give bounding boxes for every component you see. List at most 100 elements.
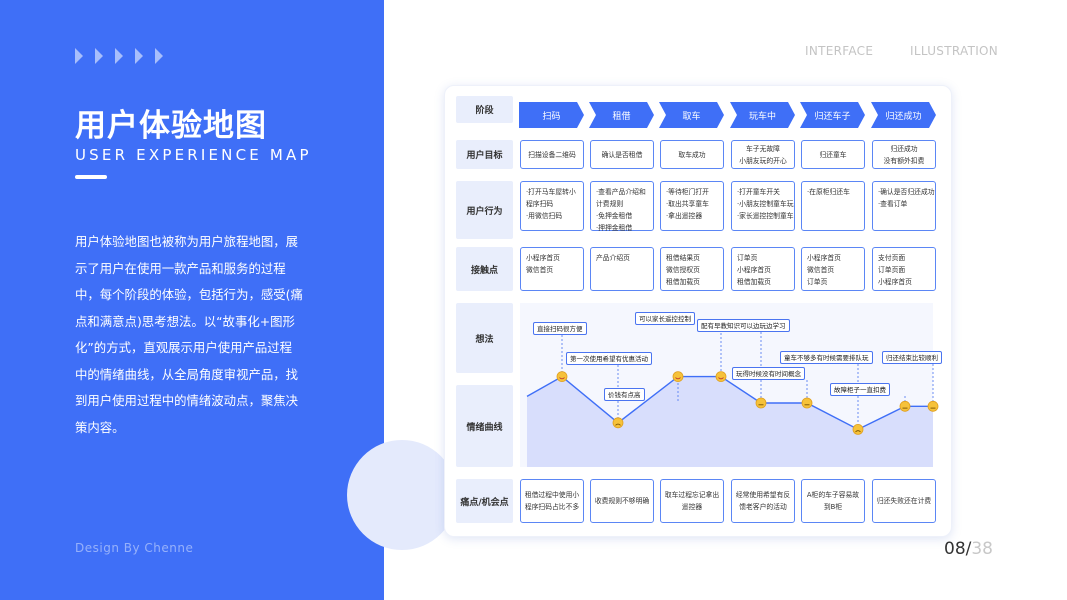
pain-point-text: 归还失败还在计费 — [877, 495, 931, 507]
behavior-cell: ·打开童车开关·小朋友控制童车玩·家长遥控控制童车 — [731, 181, 795, 231]
touchpoint-line: 订单页 — [807, 278, 828, 286]
happy-face-icon — [672, 371, 684, 383]
description: 用户体验地图也被称为用户旅程地图，展 示了用户在使用一款产品和服务的过程 中，每… — [75, 229, 320, 441]
pain-point-line: 到B柜 — [823, 503, 843, 511]
row-label-touchpoint: 接触点 — [456, 247, 513, 291]
behavior-line: ·查看订单 — [878, 200, 908, 208]
pain-point-line: 遥控器 — [681, 503, 703, 511]
behavior-line: ·家长遥控控制童车 — [737, 212, 794, 220]
thought-bubble: 第一次使用希望有优惠活动 — [566, 352, 652, 365]
touchpoint-cell: 订单页小程序首页租借加载页 — [731, 247, 795, 291]
behavior-cell: ·确认是否归还成功 ·查看订单 — [872, 181, 936, 231]
thought-bubble: 直接扫码很方便 — [533, 322, 587, 335]
row-label-emotion: 情绪曲线 — [456, 385, 513, 467]
row-label-goal: 用户目标 — [456, 140, 513, 169]
goal-text: 扫描设备二维码 — [528, 149, 576, 161]
behavior-line: ·小朋友控制童车玩 — [737, 200, 794, 208]
emotion-line — [526, 375, 933, 431]
goal-cell: 归还童车 — [801, 140, 865, 169]
behavior-line: ·取出共享童车 — [666, 200, 709, 208]
pain-point-line: 程序扫码占比不多 — [524, 503, 580, 511]
touchpoint-cell: 小程序首页微信首页 — [520, 247, 584, 291]
goal-line: 归还童车 — [819, 150, 847, 159]
behavior-line: 程序扫码 — [526, 200, 554, 208]
stage-6[interactable]: 归还成功 — [871, 102, 936, 128]
decorative-circle — [347, 440, 457, 550]
stage-1[interactable]: 扫码 — [519, 102, 584, 128]
journey-map-panel: 阶段用户目标用户行为接触点想法情绪曲线痛点/机会点扫码租借取车玩车中归还车子归还… — [444, 85, 952, 537]
pain-point-cell: 经常使用希望有反馈老客户的活动 — [731, 479, 795, 523]
touchpoint-line: 小程序首页 — [526, 254, 560, 262]
chevron-right-icon — [115, 48, 123, 64]
goal-text: 确认是否租借 — [602, 149, 643, 161]
face-mouth — [559, 377, 565, 380]
neutral-face-icon — [927, 400, 939, 412]
goal-text: 取车成功 — [678, 149, 705, 161]
touchpoint-line: 支付页面 — [878, 254, 906, 262]
pain-point-text: A柜的车子容易故到B柜 — [807, 489, 859, 513]
nav-interface-link[interactable]: INTERFACE — [805, 44, 874, 58]
description-line: 中的情绪曲线，从全局角度审视产品，找 — [75, 366, 299, 382]
description-line: 示了用户在使用一款产品和服务的过程 — [75, 260, 286, 276]
neutral-face-icon — [801, 397, 813, 409]
description-line: 用户体验地图也被称为用户旅程地图，展 — [75, 234, 299, 249]
pain-point-text: 收费规则不够明确 — [595, 495, 649, 507]
pain-point-line: 租借过程中使用小 — [524, 491, 580, 499]
goal-line: 确认是否租借 — [601, 150, 643, 159]
row-label-behavior: 用户行为 — [456, 181, 513, 239]
neutral-face-icon — [755, 397, 767, 409]
stage-3[interactable]: 取车 — [659, 102, 724, 128]
stage-4[interactable]: 玩车中 — [730, 102, 795, 128]
goal-line: 小朋友玩的开心 — [739, 156, 787, 165]
chevron-right-icon — [75, 48, 83, 64]
chevron-right-icon — [135, 48, 143, 64]
behavior-line: ·确认是否归还成功 — [878, 188, 935, 196]
stage-5[interactable]: 归还车子 — [800, 102, 865, 128]
touchpoint-line: 微信首页 — [807, 266, 835, 274]
description-line: 到用户使用过程中的情绪波动点，聚焦决 — [75, 393, 299, 408]
stage-2[interactable]: 租借 — [589, 102, 654, 128]
chevron-right-icon — [155, 48, 163, 64]
behavior-line: ·拿出遥控器 — [666, 212, 703, 220]
description-line: 策内容。 — [75, 419, 125, 435]
page-current: 08/ — [944, 539, 972, 559]
title-underline — [75, 175, 107, 179]
touchpoint-line: 小程序首页 — [737, 266, 771, 274]
goal-cell: 归还成功没有额外扣费 — [872, 140, 936, 169]
goal-line: 扫描设备二维码 — [528, 150, 576, 159]
thought-bubble: 故障柜子一直扣费 — [830, 383, 890, 396]
behavior-line: ·等待柜门打开 — [666, 188, 709, 196]
page-total: 38 — [971, 539, 993, 559]
pain-point-line: 经常使用希望有反 — [735, 491, 791, 499]
face-mouth — [615, 423, 621, 426]
touchpoint-cell: 租借结果页微信授权页租借加载页 — [660, 247, 724, 291]
nav-illustration-link[interactable]: ILLUSTRATION — [910, 44, 999, 58]
goal-cell: 车子无故障小朋友玩的开心 — [731, 140, 795, 169]
goal-text: 车子无故障小朋友玩的开心 — [739, 143, 787, 167]
pain-point-cell: 取车过程忘记拿出遥控器 — [660, 479, 724, 523]
goal-text: 归还童车 — [819, 149, 846, 161]
thought-bubble: 配有早教知识可以边玩边学习 — [697, 319, 790, 332]
journey-map: 阶段用户目标用户行为接触点想法情绪曲线痛点/机会点扫码租借取车玩车中归还车子归还… — [445, 86, 951, 536]
goal-cell: 扫描设备二维码 — [520, 140, 584, 169]
face-mouth — [675, 377, 681, 380]
neutral-face-icon — [899, 400, 911, 412]
behavior-line: 计费规则 — [596, 200, 624, 208]
row-label-stage: 阶段 — [456, 96, 513, 123]
goal-line: 归还成功 — [890, 144, 918, 153]
touchpoint-cell: 产品介绍页 — [590, 247, 654, 291]
touchpoint-line: 产品介绍页 — [596, 254, 630, 262]
behavior-line: ·押押金租借 — [596, 224, 633, 232]
pain-point-line: 收费规则不够明确 — [594, 497, 650, 505]
pain-point-cell: 归还失败还在计费 — [872, 479, 936, 523]
thought-bubble: 可以家长遥控控制 — [635, 312, 695, 325]
goal-cell: 确认是否租借 — [590, 140, 654, 169]
touchpoint-line: 租借结果页 — [666, 254, 700, 262]
happy-face-icon — [556, 371, 568, 383]
touchpoint-cell: 小程序首页微信首页订单页 — [801, 247, 865, 291]
touchpoint-cell: 支付页面订单页面小程序首页 — [872, 247, 936, 291]
behavior-cell: ·查看产品介绍和计费规则·免押金租借·押押金租借 — [590, 181, 654, 232]
thought-bubble: 归还结束比较顺利 — [882, 351, 942, 364]
pain-point-line: A柜的车子容易故 — [806, 491, 860, 499]
touchpoint-line: 小程序首页 — [807, 254, 841, 262]
